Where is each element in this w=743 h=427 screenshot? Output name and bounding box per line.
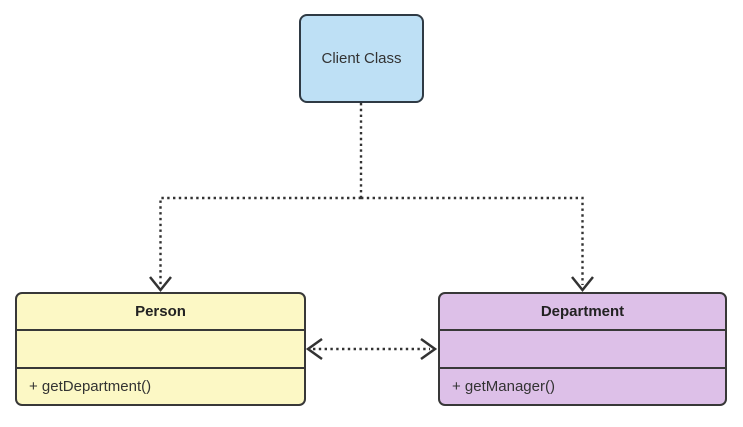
department-attributes-compartment	[440, 331, 725, 369]
arrowhead-right-icon	[420, 337, 438, 361]
edge-client-to-department[interactable]	[361, 196, 594, 292]
client-class-label: Client Class	[321, 50, 402, 67]
arrowhead-left-icon	[305, 337, 323, 361]
edge-person-department[interactable]	[305, 337, 438, 361]
node-client-class[interactable]: Client Class	[299, 14, 424, 103]
node-person-class[interactable]: Person + getDepartment()	[15, 292, 306, 406]
arrowhead-down-department-icon	[571, 276, 594, 292]
edge-client-to-person[interactable]	[149, 103, 363, 292]
person-class-name: Person	[17, 294, 304, 332]
person-methods-compartment: + getDepartment()	[29, 377, 152, 395]
department-methods-compartment: + getManager()	[452, 377, 555, 395]
department-class-name: Department	[440, 294, 725, 332]
arrowhead-down-person-icon	[149, 276, 172, 292]
node-department-class[interactable]: Department + getManager()	[438, 292, 727, 406]
person-attributes-compartment	[17, 331, 304, 369]
